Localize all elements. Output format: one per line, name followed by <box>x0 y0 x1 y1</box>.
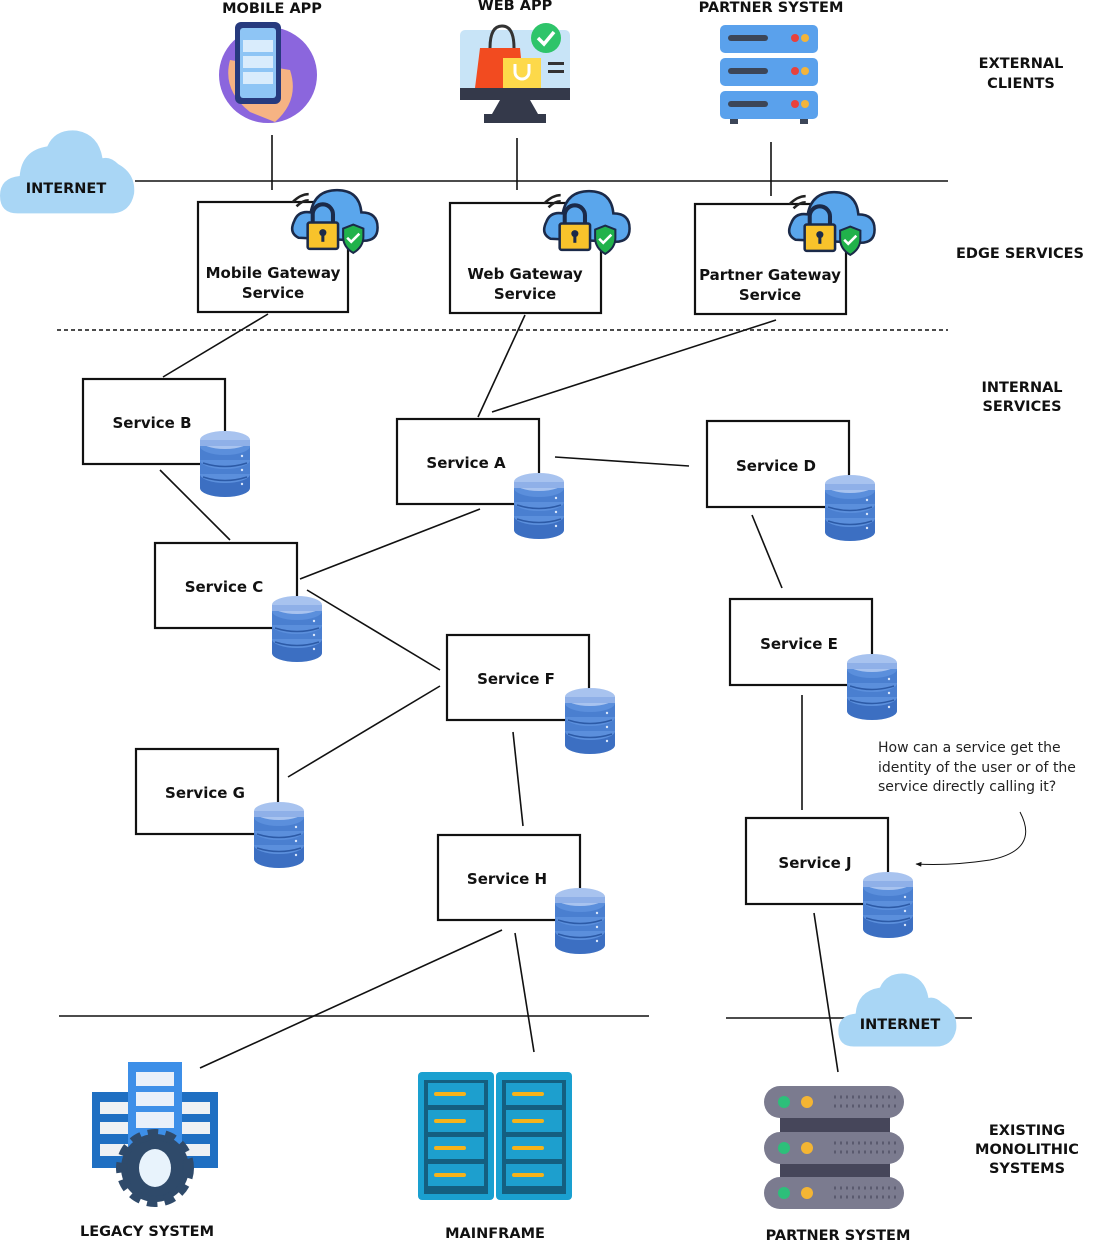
database-icon <box>554 887 606 955</box>
service-name: Service B <box>112 414 191 432</box>
gateway-name: Web Gateway <box>467 265 582 283</box>
service-b: Service B <box>81 377 251 498</box>
internet-label-bottom: INTERNET <box>860 1017 941 1033</box>
annotation-line: service directly calling it? <box>878 779 1056 795</box>
annotation: How can a service get the identity of th… <box>878 740 1076 867</box>
mobile-app-icon <box>219 22 317 123</box>
mainframe-icon <box>418 1072 572 1200</box>
gateway-name: Service <box>242 284 304 302</box>
mobile-gateway-service: Mobile Gateway Service <box>196 190 378 314</box>
service-name: Service G <box>165 784 245 802</box>
annotation-line: identity of the user or of the <box>878 760 1076 776</box>
mainframe-label: MAINFRAME <box>445 1226 545 1241</box>
partner-system-bottom-label: PARTNER SYSTEM <box>766 1228 911 1241</box>
service-g: Service G <box>134 747 305 869</box>
legacy-system-label: LEGACY SYSTEM <box>80 1224 214 1240</box>
database-icon <box>824 474 876 542</box>
database-icon <box>846 653 898 721</box>
service-e: Service E <box>728 597 898 721</box>
service-name: Service D <box>736 457 816 475</box>
service-name: Service C <box>185 578 264 596</box>
service-a: Service A <box>395 417 565 540</box>
internal-services-label-1: INTERNAL <box>981 380 1062 396</box>
service-name: Service J <box>778 854 851 872</box>
service-j: Service J <box>744 816 914 939</box>
service-name: Service F <box>477 670 555 688</box>
database-icon <box>862 871 914 939</box>
service-name: Service A <box>426 454 506 472</box>
partner-system-server-icon <box>720 25 818 124</box>
legacy-system-icon <box>92 1062 218 1207</box>
internet-label-top: INTERNET <box>26 181 107 197</box>
database-icon <box>253 801 305 869</box>
mobile-app-label: MOBILE APP <box>222 1 322 17</box>
internal-services-label-2: SERVICES <box>982 399 1061 415</box>
web-gateway-service: Web Gateway Service <box>448 191 630 315</box>
database-icon <box>271 595 323 663</box>
partner-system-top-label: PARTNER SYSTEM <box>699 0 844 16</box>
edge-services-label: EDGE SERVICES <box>956 246 1084 262</box>
database-icon <box>513 472 565 540</box>
service-name: Service H <box>467 870 547 888</box>
service-h: Service H <box>436 833 606 955</box>
service-name: Service E <box>760 635 838 653</box>
annotation-arrow <box>915 811 1027 867</box>
annotation-line: How can a service get the <box>878 740 1061 756</box>
database-icon <box>199 430 251 498</box>
gateway-name: Partner Gateway <box>699 266 841 284</box>
partner-system-bottom-icon <box>764 1086 904 1209</box>
existing-systems-label: EXISTING <box>989 1123 1065 1139</box>
database-icon <box>564 687 616 755</box>
external-clients-label-1: EXTERNAL <box>979 56 1064 72</box>
gateway-name: Service <box>739 286 801 304</box>
partner-gateway-service: Partner Gateway Service <box>693 192 875 316</box>
internet-cloud-top: INTERNET <box>0 130 135 214</box>
gateway-name: Mobile Gateway <box>206 264 341 282</box>
internet-cloud-bottom: INTERNET <box>838 973 957 1047</box>
service-f: Service F <box>445 633 616 755</box>
web-app-icon <box>460 23 570 123</box>
service-connections <box>159 313 839 1073</box>
web-app-label: WEB APP <box>478 0 553 14</box>
service-c: Service C <box>153 541 323 663</box>
service-d: Service D <box>705 419 876 542</box>
cloud-icon <box>838 973 957 1047</box>
existing-systems-label: MONOLITHIC <box>975 1142 1079 1158</box>
external-clients-label-2: CLIENTS <box>987 76 1055 92</box>
existing-systems-label: SYSTEMS <box>989 1161 1065 1177</box>
cloud-icon <box>0 130 135 214</box>
gateway-name: Service <box>494 285 556 303</box>
